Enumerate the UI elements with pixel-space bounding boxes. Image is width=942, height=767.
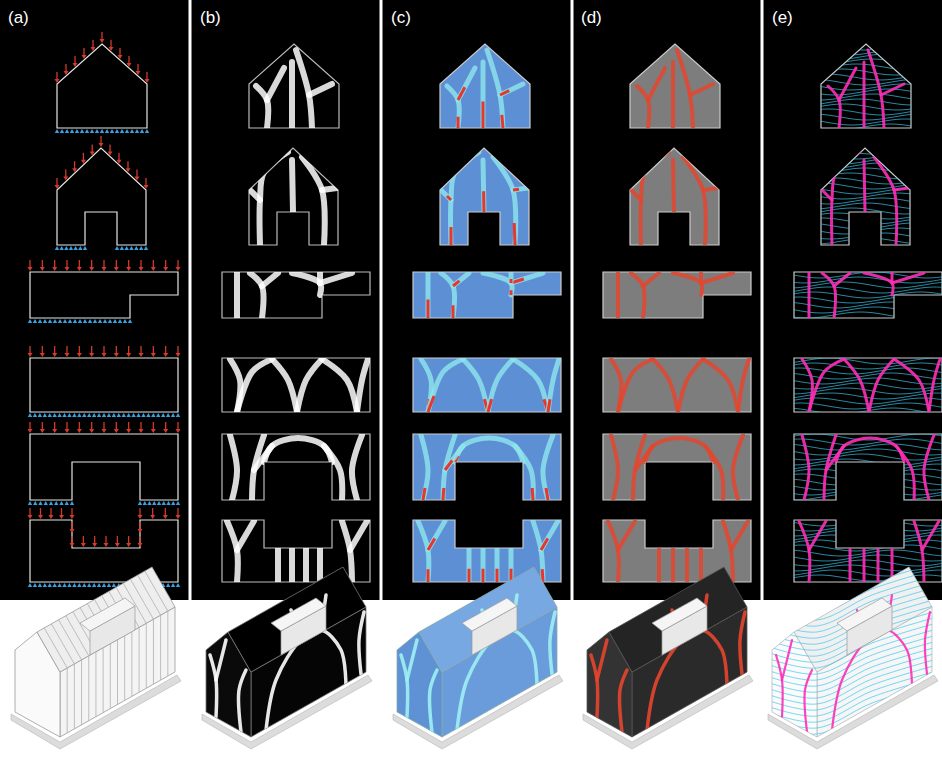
wall-panel [413,272,561,318]
wall-panel [413,520,561,582]
wall-panel [603,358,751,412]
wall-panel [249,44,339,128]
wall-panel [792,434,942,500]
wall-panel [603,520,751,582]
house-rendering [11,567,181,749]
wall-panel [792,272,942,318]
wall-panel [792,520,942,582]
wall-panel [630,44,720,128]
panel-label: (b) [200,8,221,28]
panel-separator [761,0,764,600]
wall-panel [222,272,370,318]
wall-panel [603,434,751,500]
panel-label: (c) [391,8,411,28]
wall-panel [28,260,181,323]
wall-panel [249,148,338,245]
panel-separator [189,0,192,600]
panel-column [792,44,942,582]
wall-panel [55,32,150,133]
wall-panel [603,272,751,318]
wall-panel [792,148,942,245]
panel-separator [571,0,574,600]
wall-panel [55,136,149,250]
panel-label: (a) [8,8,29,28]
wall-panel [28,346,181,417]
panel-separator [380,0,383,600]
house-rendering [393,567,563,749]
wall-panel [222,520,370,582]
wall-panel [792,358,942,414]
dark-ground [0,0,942,600]
wall-panel [792,44,942,130]
panel-label: (d) [581,8,602,28]
house-rendering [202,567,372,749]
wall-panel [28,508,181,587]
wall-panel [440,148,529,245]
wall-panel [413,358,561,412]
house-rendering [767,545,938,767]
wall-panel [440,44,530,128]
wall-panel [413,434,561,500]
panel-label: (e) [772,8,793,28]
wall-panel [222,358,370,412]
house-rendering [583,567,753,749]
panel-column [603,44,751,582]
wall-panel [630,148,719,245]
panel-column [413,44,561,582]
wall-panel [28,422,181,505]
wall-panel [222,434,370,500]
panel-column [28,32,181,587]
panel-column [222,44,370,582]
